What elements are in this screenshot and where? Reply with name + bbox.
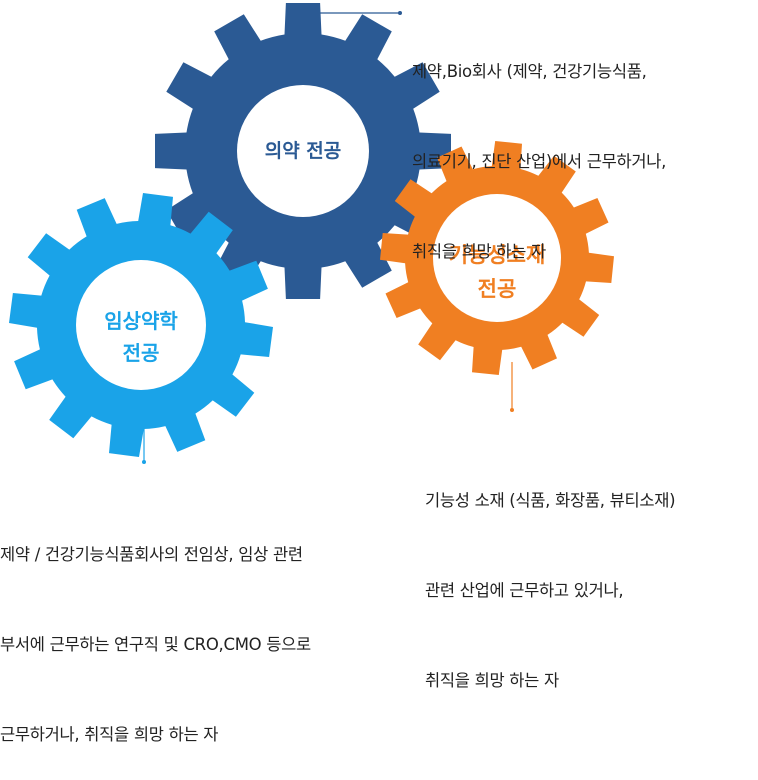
functional-leader-dot — [510, 408, 514, 412]
pharma-leader-dot — [398, 11, 402, 15]
clinical-description: 제약 / 건강기능식품회사의 전임상, 임상 관련 부서에 근무하는 연구직 및… — [0, 480, 311, 780]
functional-description-line: 취직을 희망 하는 자 — [425, 671, 559, 690]
pharma-label-text: 의약 전공 — [264, 140, 342, 162]
functional-description: 기능성 소재 (식품, 화장품, 뷰티소재) 관련 산업에 근무하고 있거나, … — [425, 426, 676, 726]
pharma-description-line: 의료기기, 진단 산업)에서 근무하거나, — [412, 152, 667, 171]
clinical-description-line: 제약 / 건강기능식품회사의 전임상, 임상 관련 — [0, 545, 303, 564]
clinical-description-line: 부서에 근무하는 연구직 및 CRO,CMO 등으로 — [0, 635, 311, 654]
pharma-description-line: 제약,Bio회사 (제약, 건강기능식품, — [412, 62, 647, 81]
clinical-label-line2: 전공 — [122, 341, 160, 365]
functional-label-line2: 전공 — [477, 277, 517, 301]
functional-description-line: 기능성 소재 (식품, 화장품, 뷰티소재) — [425, 491, 676, 510]
pharma-gear-hub — [237, 85, 369, 217]
functional-gear-hub — [433, 194, 561, 322]
gears-diagram — [9, 3, 614, 464]
functional-label-line1: 기능성소재 — [448, 243, 546, 267]
clinical-gear-hub — [76, 260, 206, 390]
clinical-description-line: 근무하거나, 취직을 희망 하는 자 — [0, 725, 219, 744]
functional-description-line: 관련 산업에 근무하고 있거나, — [425, 581, 624, 600]
pharma-gear-label: 의약 전공 — [203, 132, 403, 170]
pharma-description: 제약,Bio회사 (제약, 건강기능식품, 의료기기, 진단 산업)에서 근무하… — [412, 0, 666, 297]
functional-gear-label: 기능성소재 전공 — [397, 238, 597, 306]
clinical-label-line1: 임상약학 — [104, 309, 178, 333]
pharma-description-line: 취직을 희망 하는 자 — [412, 242, 546, 261]
clinical-leader-dot — [142, 460, 146, 464]
clinical-gear-label: 임상약학 전공 — [41, 305, 241, 369]
